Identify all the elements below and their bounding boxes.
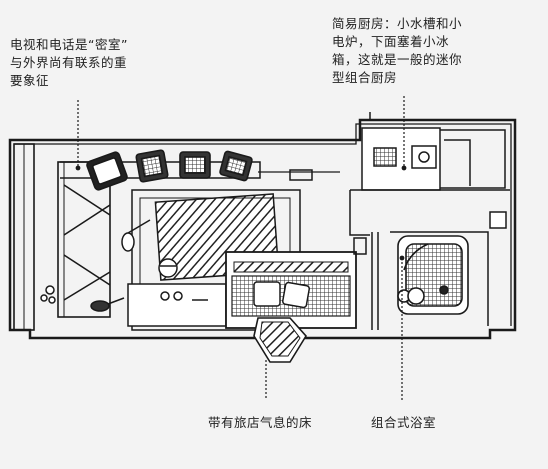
bed: [225, 251, 357, 363]
bathroom: [397, 235, 469, 315]
desk-items: [40, 219, 227, 327]
tv-phone-cluster: [86, 149, 253, 191]
bed-annotation: 带有旅店气息的床: [208, 415, 313, 430]
bathroom-annotation: 组合式浴室: [371, 415, 437, 430]
leader-lines: [77, 96, 405, 400]
leader-dots: [75, 165, 407, 261]
kitchen: [361, 127, 507, 229]
kitchen-annotation: 简易厨房：小水槽和小 电炉，下面塞着小冰 箱，这就是一般的迷你 型组合厨房: [332, 16, 463, 85]
partition-walls: [349, 189, 510, 330]
tv-phone-annotation: 电视和电话是“密室” 与外界尚有联系的重 要象征: [10, 37, 128, 88]
